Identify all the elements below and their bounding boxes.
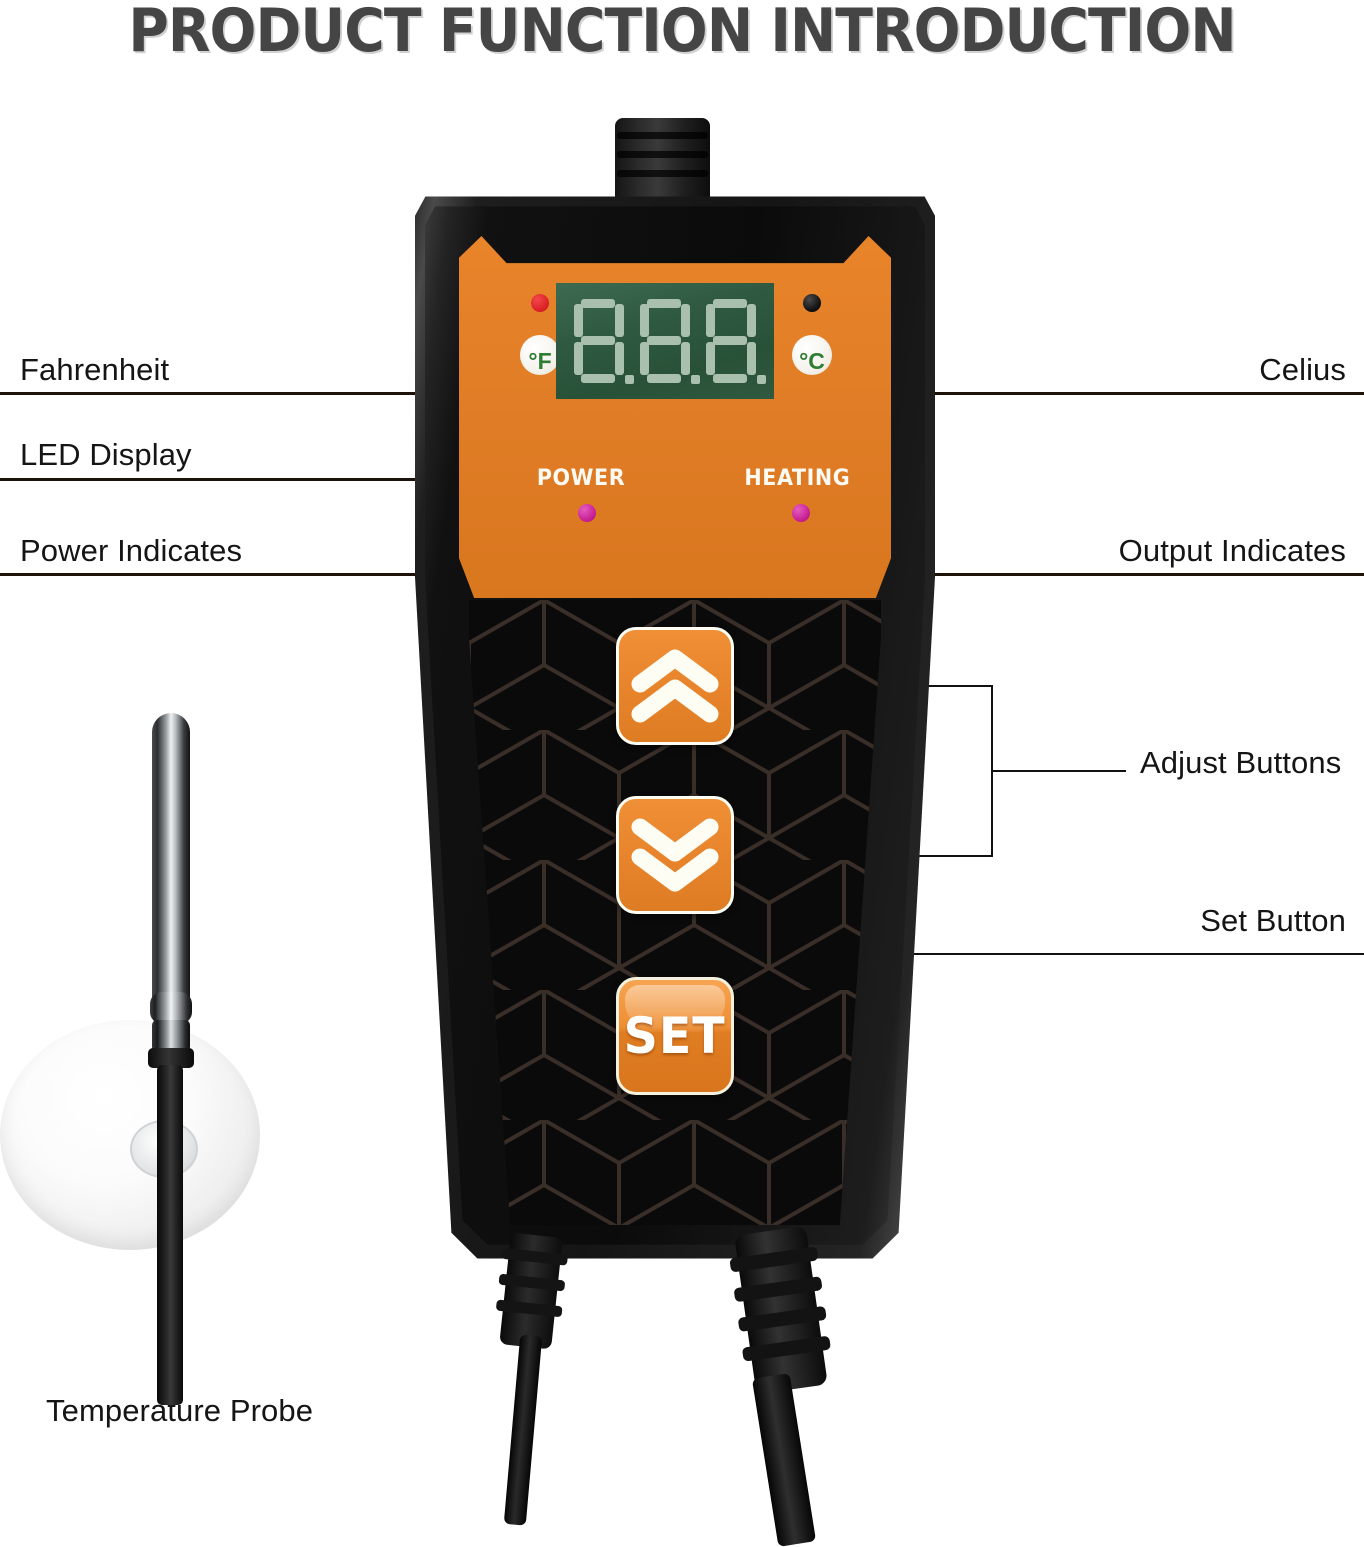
led-digit: [636, 297, 700, 385]
down-button[interactable]: [616, 796, 734, 914]
temperature-controller-device: °F °C: [415, 118, 935, 1547]
page-title: PRODUCT FUNCTION INTRODUCTION: [128, 0, 1236, 66]
temperature-probe: [0, 690, 300, 1420]
celsius-led-icon: [803, 294, 821, 312]
heating-led-icon: [792, 504, 810, 522]
power-label: POWER: [536, 466, 626, 491]
bottom-right-strain-relief: [729, 1225, 831, 1395]
callout-label-adjust-buttons: Adjust Buttons: [1140, 745, 1342, 780]
leader-line-set-button: [688, 953, 1364, 955]
set-button-label: SET: [624, 1007, 726, 1065]
leader-line-celsius: [855, 392, 1364, 395]
probe-collar-upper: [150, 992, 192, 1024]
heating-label: HEATING: [744, 466, 851, 491]
probe-cable-gland: [148, 1048, 194, 1068]
set-button[interactable]: SET: [616, 977, 734, 1095]
leader-line-adjust-buttons: [991, 770, 1126, 772]
fahrenheit-glyph: °F: [528, 348, 552, 374]
front-faceplate: °F °C: [459, 236, 891, 598]
fahrenheit-led-icon: [531, 294, 549, 312]
fahrenheit-indicator: °F: [520, 289, 560, 375]
callout-label-celsius: Celius: [1259, 352, 1346, 387]
probe-cable: [157, 1065, 183, 1405]
probe-collar-lower: [152, 1020, 190, 1052]
leader-line-led-display: [0, 478, 565, 481]
bottom-left-cable: [503, 1334, 543, 1526]
bottom-right-cable: [751, 1373, 817, 1547]
leader-line-power-indicates: [0, 573, 553, 576]
up-button[interactable]: [616, 627, 734, 745]
top-cable-strain-relief: [609, 118, 716, 213]
leader-line-fahrenheit: [0, 392, 505, 395]
double-chevron-up-icon: [631, 649, 719, 723]
power-led-icon: [578, 504, 596, 522]
callout-label-power-indicates: Power Indicates: [20, 533, 243, 568]
led-digit: [570, 297, 634, 385]
callout-label-set-button: Set Button: [1200, 903, 1346, 938]
bottom-left-strain-relief: [495, 1232, 569, 1350]
callout-label-led-display: LED Display: [20, 437, 192, 472]
led-display: [556, 283, 774, 399]
callout-label-fahrenheit: Fahrenheit: [20, 352, 170, 387]
led-digit: [702, 297, 766, 385]
celsius-indicator: °C: [792, 289, 832, 375]
suction-cup: [0, 1020, 260, 1250]
celsius-glyph: °C: [799, 348, 825, 374]
callout-label-output-indicates: Output Indicates: [1118, 533, 1346, 568]
double-chevron-down-icon: [631, 818, 719, 892]
leader-line-output-indicates: [793, 573, 1364, 576]
probe-steel-tip: [152, 713, 190, 1003]
